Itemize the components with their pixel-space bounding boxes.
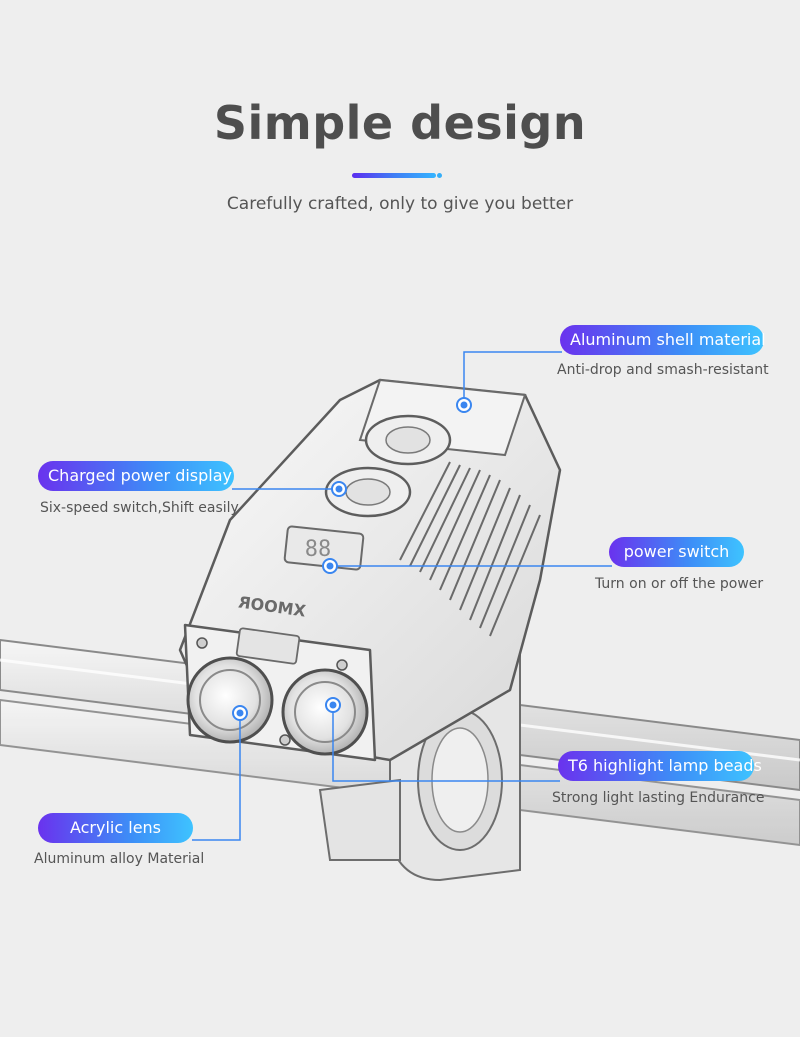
- callout-label-power-switch: power switch: [609, 537, 744, 567]
- title-underline: [352, 173, 436, 178]
- title-underline-dot: [437, 173, 442, 178]
- callout-note-aluminum-shell: Anti-drop and smash-resistant: [557, 362, 769, 378]
- callout-note-acrylic-lens: Aluminum alloy Material: [34, 851, 205, 867]
- callout-note-power-switch: Turn on or off the power: [595, 576, 764, 592]
- light-body: 88 XMOOR: [178, 378, 562, 762]
- page-title: Simple design: [213, 96, 587, 150]
- page-subtitle: Carefully crafted, only to give you bett…: [226, 194, 574, 214]
- callout-label-aluminum-shell: Aluminum shell material: [560, 325, 766, 355]
- callout-lines: [192, 351, 612, 841]
- display-digits: 88: [305, 537, 332, 562]
- callout-label-t6-beads: T6 highlight lamp beads: [558, 751, 762, 781]
- callout-note-t6-beads: Strong light lasting Endurance: [552, 790, 765, 806]
- callout-dots: [232, 397, 472, 721]
- callout-label-charged-display: Charged power display: [38, 461, 234, 491]
- callout-note-charged-display: Six-speed switch,Shift easily: [40, 500, 239, 516]
- callout-label-acrylic-lens: Acrylic lens: [38, 813, 193, 843]
